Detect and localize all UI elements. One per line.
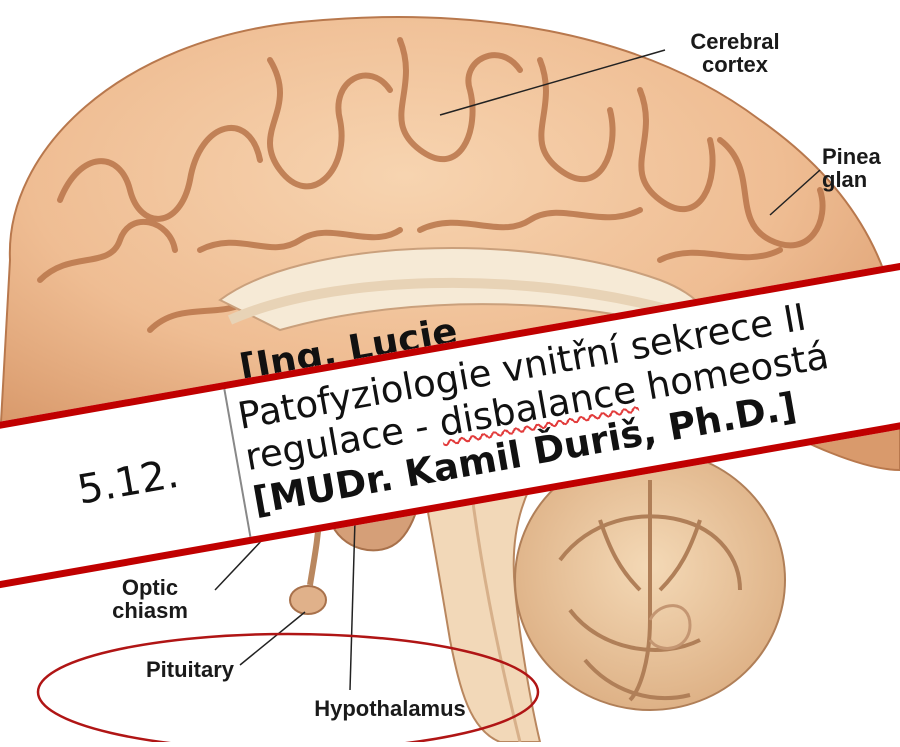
label-optic-chiasm: Optic chiasm xyxy=(95,576,205,622)
label-optic-chiasm-line2: chiasm xyxy=(95,599,205,622)
label-pituitary: Pituitary xyxy=(120,658,260,681)
label-cerebral-cortex-line1: Cerebral xyxy=(660,30,810,53)
label-cerebral-cortex-line2: cortex xyxy=(660,53,810,76)
label-hypothalamus: Hypothalamus xyxy=(270,697,510,720)
label-cerebral-cortex: Cerebral cortex xyxy=(660,30,810,76)
label-pineal-gland-line1: Pinea xyxy=(822,145,900,168)
label-optic-chiasm-line1: Optic xyxy=(95,576,205,599)
lecture-date: 5.12. xyxy=(35,444,220,521)
pituitary-gland xyxy=(290,586,326,614)
label-pineal-gland-line2: glan xyxy=(822,168,900,191)
label-pineal-gland: Pinea glan xyxy=(822,145,900,191)
